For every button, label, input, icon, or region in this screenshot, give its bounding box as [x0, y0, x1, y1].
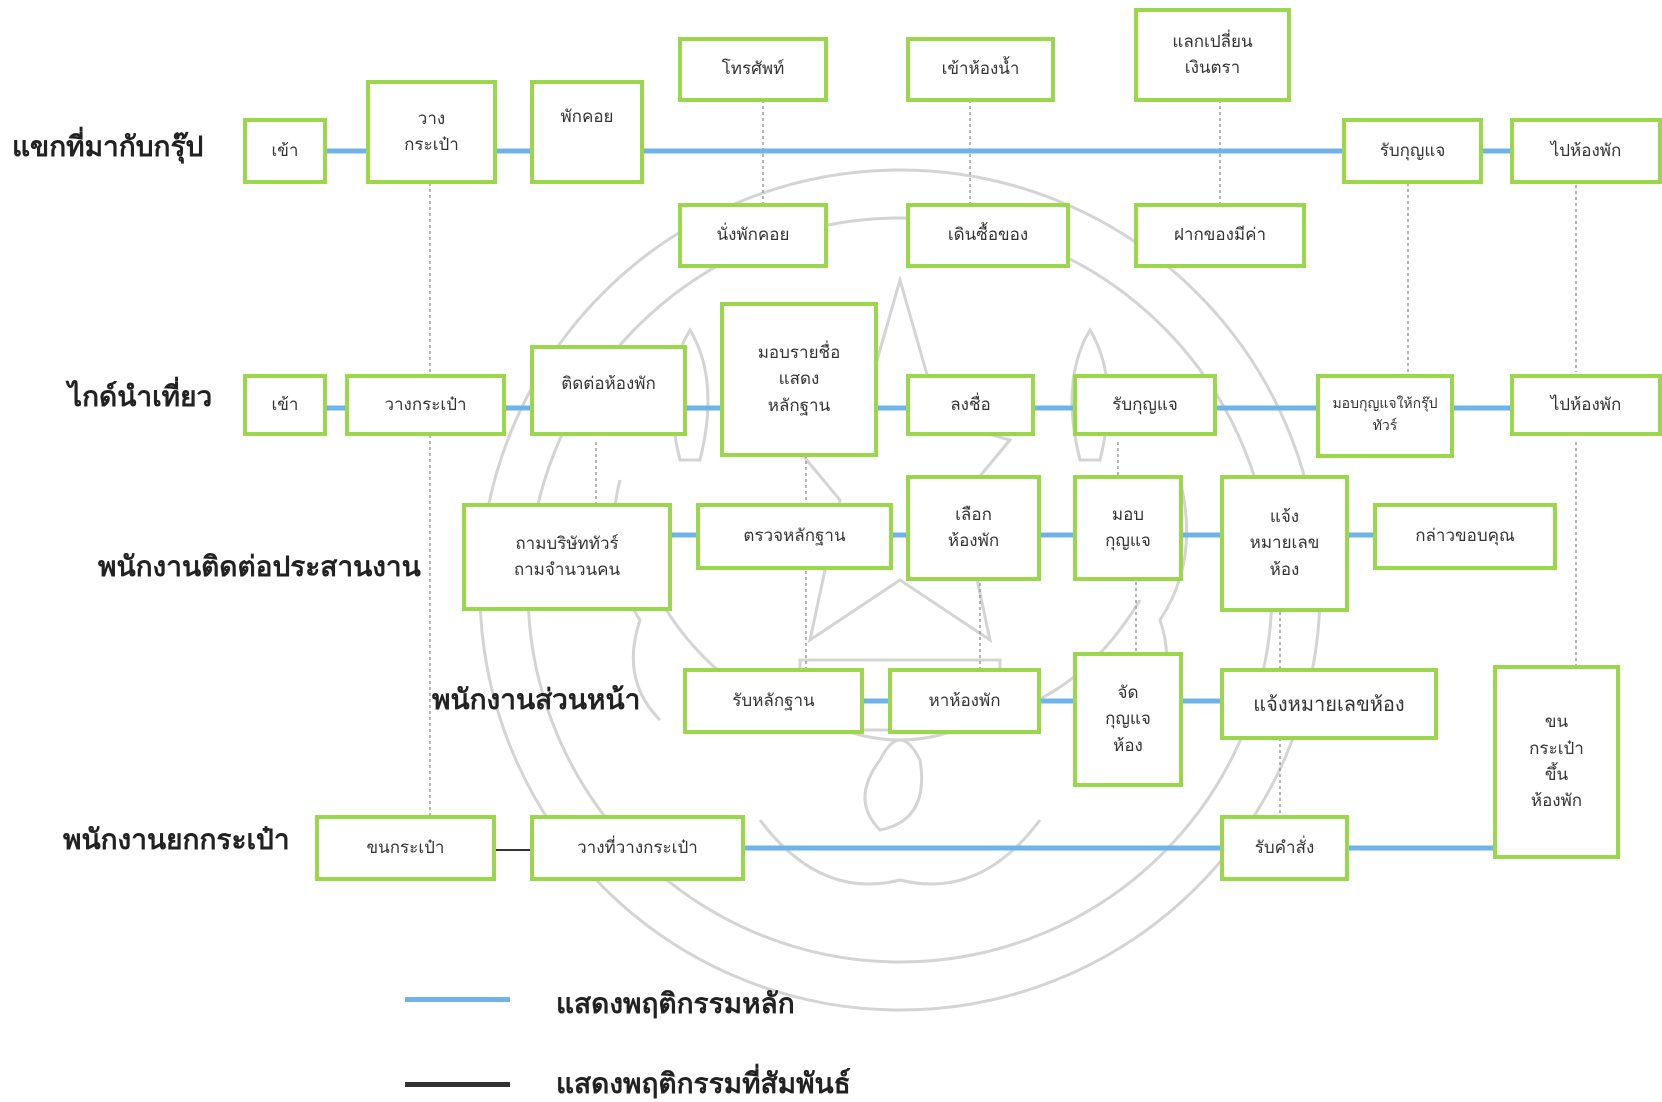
dotted-relations [429, 100, 1577, 815]
legend-main-label: แสดงพฤติกรรมหลัก [556, 987, 795, 1020]
box-front-inform-room: แจ้งหมายเลขห้อง [1220, 668, 1438, 740]
lane-guide: ไกด์นำเที่ยว [68, 380, 213, 413]
lane-coordinator: พนักงานติดต่อประสานงาน [98, 550, 421, 583]
box-bell-receive-order: รับคำสั่ง [1220, 815, 1349, 881]
box-guide-give-list: มอบรายชื่อ แสดง หลักฐาน [720, 302, 878, 457]
box-coord-choose-room: เลือก ห้องพัก [906, 475, 1041, 581]
box-guest-get-key: รับกุญแจ [1342, 118, 1483, 184]
legend-related-label: แสดงพฤติกรรมที่สัมพันธ์ [556, 1067, 851, 1100]
box-front-arrange-key: จัด กุญแจ ห้อง [1073, 652, 1183, 787]
box-guest-toilet: เข้าห้องน้ำ [906, 37, 1055, 102]
box-coord-thanks: กล่าวขอบคุณ [1373, 503, 1557, 570]
box-bell-place-bag: วางที่วางกระเป๋า [530, 815, 745, 881]
box-front-find-room: หาห้องพัก [888, 668, 1041, 734]
box-bell-carry-bag: ขนกระเป๋า [315, 815, 496, 881]
box-coord-check: ตรวจหลักฐาน [696, 503, 893, 570]
box-guest-go-room: ไปห้องพัก [1510, 118, 1662, 184]
box-bell-carry-to-room: ขน กระเป๋า ขึ้น ห้องพัก [1493, 665, 1620, 859]
box-front-receive-doc: รับหลักฐาน [683, 668, 864, 734]
lane-front: พนักงานส่วนหน้า [432, 683, 641, 716]
legend-related-swatch [405, 1082, 510, 1087]
box-guide-put-bag: วางกระเป๋า [345, 374, 506, 436]
main-flow-lines [326, 148, 1512, 851]
box-guest-enter: เข้า [243, 118, 327, 184]
box-guide-sign: ลงชื่อ [906, 374, 1035, 436]
box-coord-give-key: มอบ กุญแจ [1073, 475, 1183, 581]
box-coord-ask: ถามบริษัททัวร์ ถามจำนวนคน [462, 503, 672, 611]
legend-main-swatch [405, 997, 510, 1002]
box-coord-inform-room: แจ้ง หมายเลข ห้อง [1220, 475, 1349, 612]
lane-guest: แขกที่มากับกรุ๊ป [12, 130, 204, 163]
box-guide-give-key-group: มอบกุญแจให้กรุ๊ป ทัวร์ [1316, 374, 1454, 458]
box-guest-shopping: เดินซื้อของ [906, 203, 1070, 268]
box-guest-sit-rest: นั่งพักคอย [678, 203, 828, 268]
box-guest-deposit: ฝากของมีค่า [1134, 203, 1306, 268]
box-guide-go-room: ไปห้องพัก [1510, 374, 1662, 436]
box-guide-contact-room: ติดต่อห้องพัก [530, 345, 687, 436]
box-guide-enter: เข้า [243, 374, 327, 436]
box-guide-get-key: รับกุญแจ [1073, 374, 1217, 436]
box-guest-rest: พักคอย [530, 80, 644, 184]
box-guest-exchange: แลกเปลี่ยน เงินตรา [1134, 8, 1291, 102]
box-guest-put-bag: วาง กระเป๋า [366, 80, 497, 184]
box-guest-phone: โทรศัพท์ [678, 37, 828, 102]
lane-bell: พนักงานยกกระเป๋า [63, 823, 290, 856]
